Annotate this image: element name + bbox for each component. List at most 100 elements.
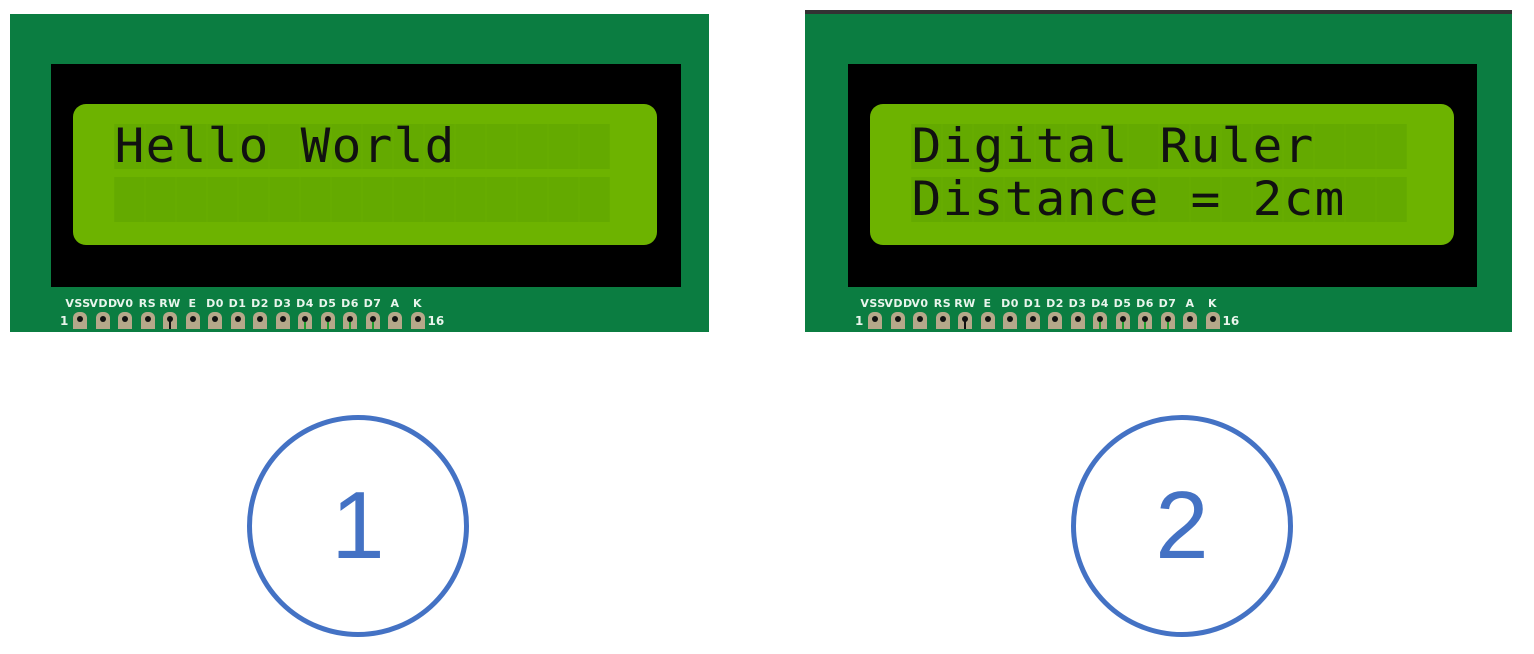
- pin-label: D5: [1113, 297, 1132, 310]
- pin-d3: [1070, 312, 1085, 329]
- lcd-char-cell: m: [1314, 172, 1345, 227]
- lcd-char-cell: =: [1190, 172, 1221, 227]
- pin-vss: [868, 312, 882, 329]
- lcd-char-cell: l: [207, 119, 238, 174]
- lcd-char-cell: R: [1159, 119, 1190, 174]
- lcd-char-cell: e: [1252, 119, 1283, 174]
- pin-end-number: 16: [1222, 314, 1240, 328]
- pin-k: [410, 312, 425, 329]
- pin-d4: [1093, 312, 1107, 329]
- lcd-char-cell: t: [1035, 119, 1066, 174]
- pin-label: D4: [296, 297, 314, 310]
- lcd-char-cell: [1314, 124, 1345, 169]
- step-number-circle-2: 2: [1071, 415, 1293, 637]
- pin-label: A: [390, 297, 400, 310]
- pin-d5: [320, 312, 335, 329]
- lcd-char-cell: [548, 177, 579, 222]
- pin-start-number: 1: [855, 314, 864, 328]
- pin-label: RS: [933, 297, 952, 310]
- pin-d3: [275, 312, 290, 329]
- pin-d5: [1115, 312, 1130, 329]
- lcd-char-cell: 2: [1252, 172, 1283, 227]
- lcd-char-cell: [300, 177, 331, 222]
- lcd-char-cell: W: [300, 119, 331, 174]
- lcd-char-cell: l: [393, 119, 424, 174]
- pin-d2: [253, 312, 267, 329]
- lcd-char-cell: [1345, 124, 1376, 169]
- lcd-char-cell: e: [145, 119, 176, 174]
- pin-d6: [343, 312, 357, 329]
- lcd-char-cell: [455, 124, 486, 169]
- lcd-char-cell: o: [238, 119, 269, 174]
- lcd-char-cell: i: [942, 119, 973, 174]
- lcd-char-cell: [1376, 177, 1407, 222]
- pin-v0: [118, 312, 132, 329]
- pin-label: D1: [228, 297, 247, 310]
- pin-a: [388, 312, 402, 329]
- lcd-char-cell: e: [1128, 172, 1159, 227]
- lcd-char-cell: [362, 177, 393, 222]
- pin-rs: [140, 312, 155, 329]
- lcd-char-cell: [517, 177, 548, 222]
- pin-e: [980, 312, 995, 329]
- pin-label: VDD: [884, 297, 913, 310]
- lcd-char-cell: r: [1283, 119, 1314, 174]
- lcd-char-cell: r: [362, 119, 393, 174]
- pin-label: D7: [1158, 297, 1177, 310]
- lcd-char-cell: [331, 177, 362, 222]
- lcd-char-cell: [238, 177, 269, 222]
- lcd-char-cell: D: [911, 172, 942, 227]
- pin-rs: [935, 312, 950, 329]
- lcd-char-cell: o: [331, 119, 362, 174]
- pin-label: D3: [1068, 297, 1087, 310]
- lcd-char-cell: [455, 177, 486, 222]
- lcd-char-cell: g: [973, 119, 1004, 174]
- pin-label: D6: [341, 297, 359, 310]
- pin-label: D7: [363, 297, 382, 310]
- pin-label: D3: [273, 297, 292, 310]
- pin-label: D5: [318, 297, 337, 310]
- lcd-char-cell: d: [424, 119, 455, 174]
- lcd-char-cell: [424, 177, 455, 222]
- lcd-char-cell: u: [1190, 119, 1221, 174]
- lcd-char-cell: [579, 124, 610, 169]
- pin-v0: [913, 312, 927, 329]
- pin-label: RW: [954, 297, 976, 310]
- pin-label: E: [188, 297, 197, 310]
- lcd-char-cell: i: [1004, 119, 1035, 174]
- pin-rw: [958, 312, 972, 329]
- pin-vdd: [95, 312, 110, 329]
- pin-label: D0: [1001, 297, 1019, 310]
- lcd-char-cell: [486, 177, 517, 222]
- lcd-char-cell: [1221, 177, 1252, 222]
- pin-label: D1: [1023, 297, 1042, 310]
- pin-start-number: 1: [60, 314, 69, 328]
- lcd-char-cell: [1376, 124, 1407, 169]
- pin-d6: [1138, 312, 1152, 329]
- lcd-char-cell: t: [1004, 172, 1035, 227]
- pin-end-number: 16: [427, 314, 445, 328]
- pin-label: D4: [1091, 297, 1109, 310]
- lcd-char-cell: i: [942, 172, 973, 227]
- pin-k: [1205, 312, 1220, 329]
- lcd-char-cell: l: [1097, 119, 1128, 174]
- pin-label: V0: [116, 297, 134, 310]
- lcd-char-cell: [114, 177, 145, 222]
- pin-label: D6: [1136, 297, 1154, 310]
- lcd-char-cell: [517, 124, 548, 169]
- lcd-char-cell: [269, 124, 300, 169]
- pin-label: VDD: [89, 297, 118, 310]
- lcd-char-cell: [269, 177, 300, 222]
- lcd-char-cell: a: [1066, 119, 1097, 174]
- pin-label: D0: [206, 297, 224, 310]
- pin-d1: [1025, 312, 1040, 329]
